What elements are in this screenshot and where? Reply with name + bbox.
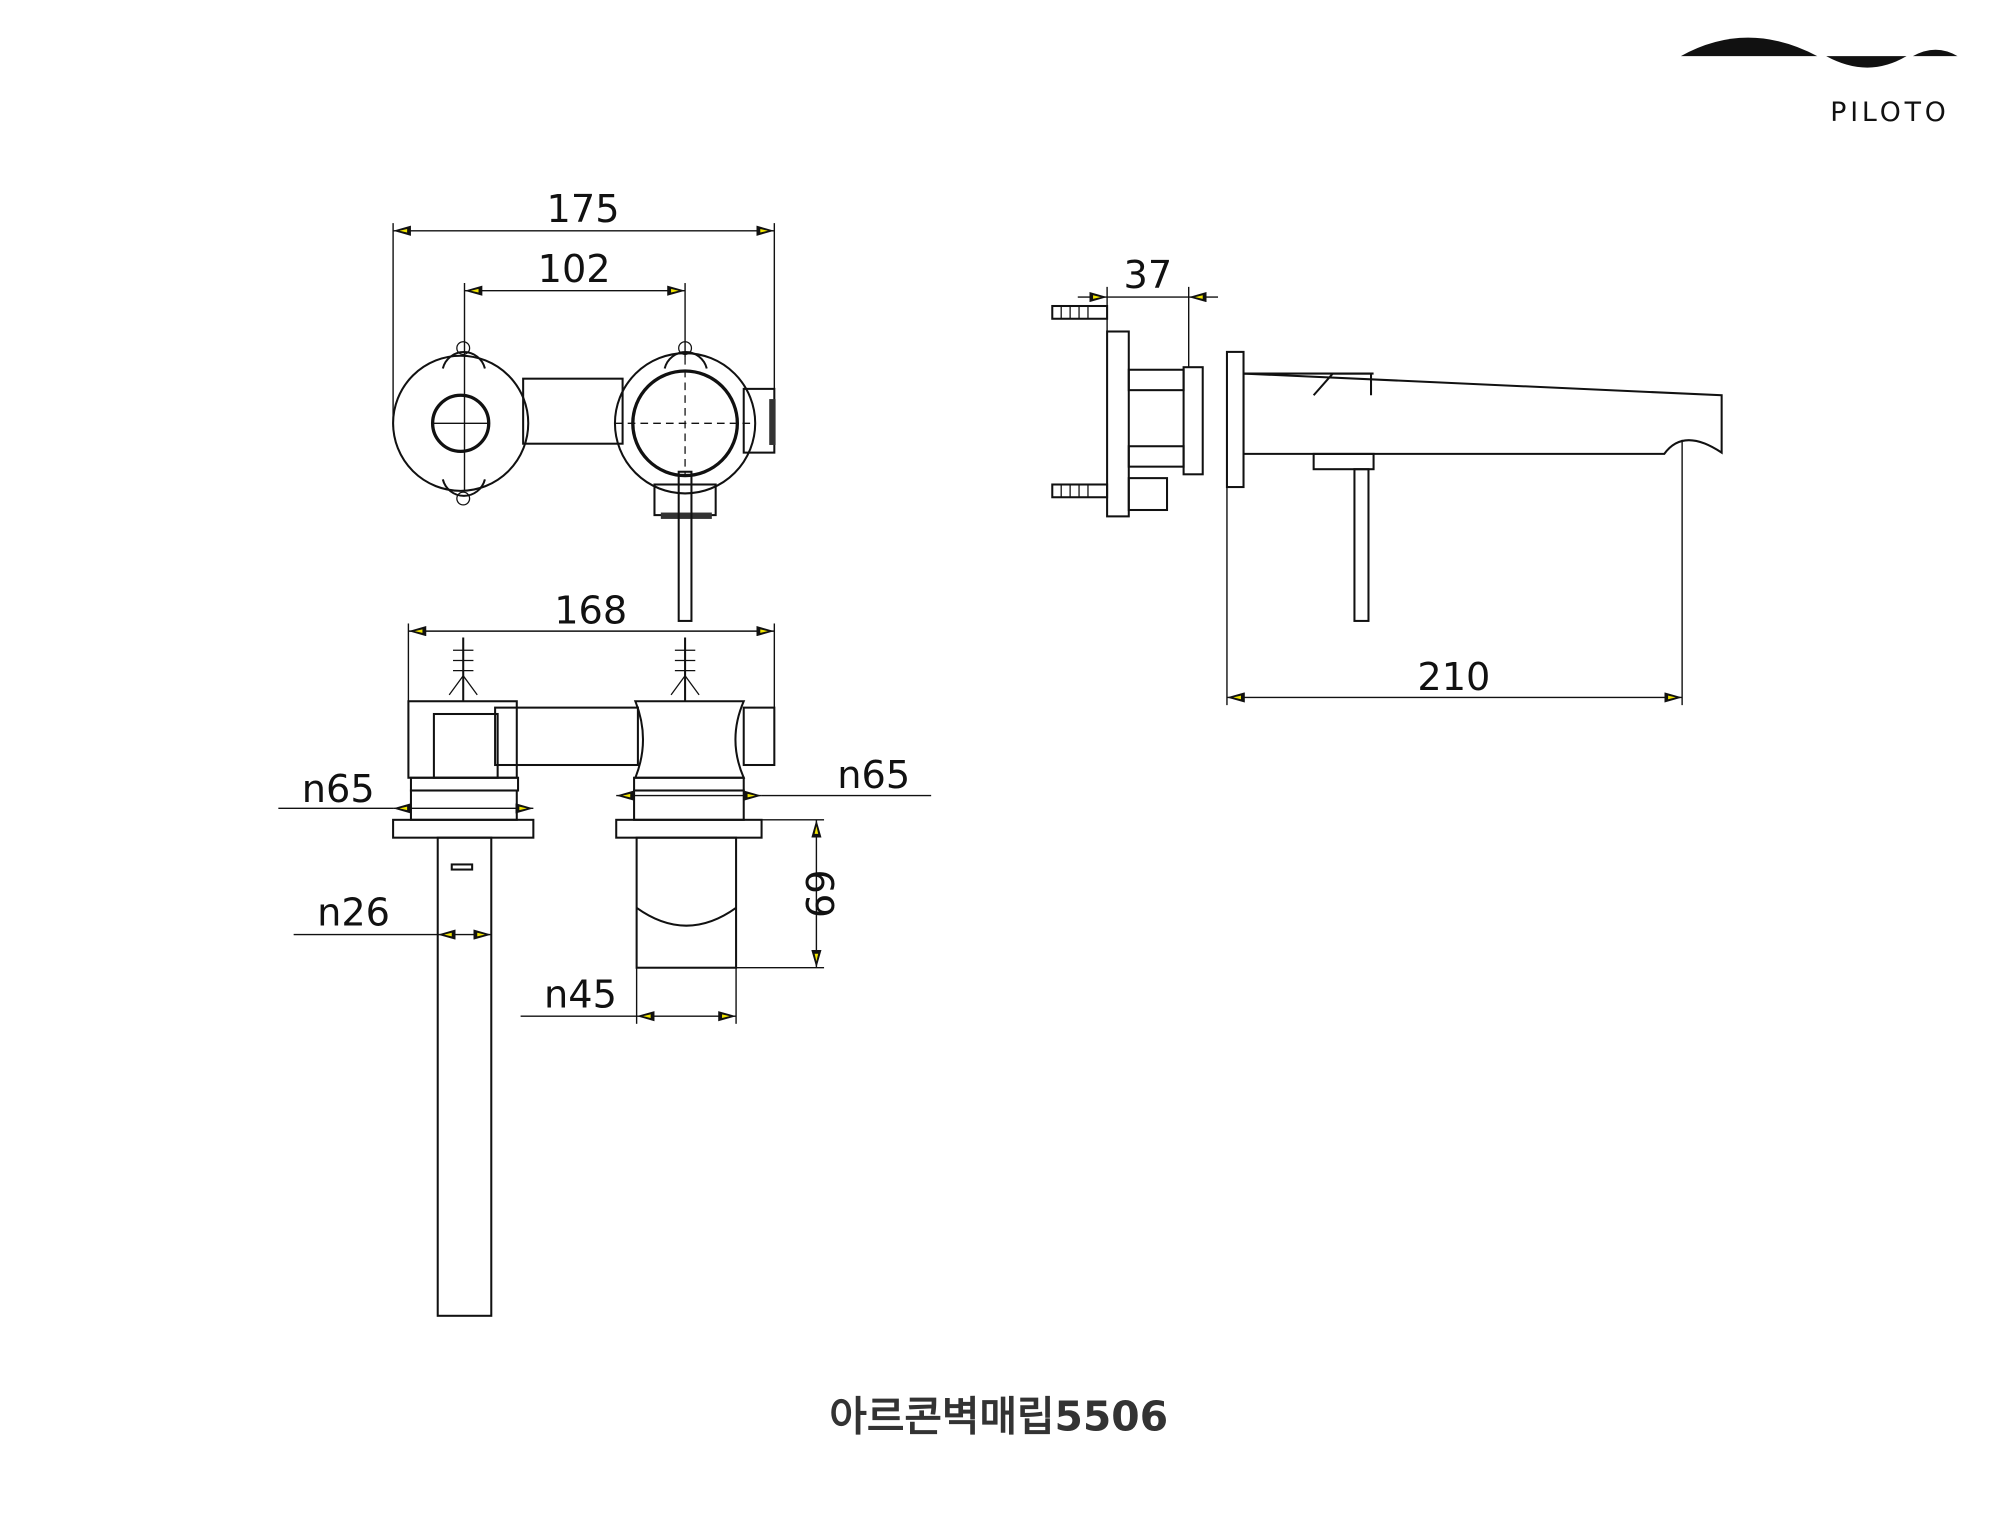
logo-text: PILOTO — [1830, 97, 1949, 128]
dimension-n65-left: n65 — [278, 767, 534, 814]
side-view — [1051, 304, 1723, 622]
dim-label-69: 69 — [796, 869, 841, 918]
anchor-left — [448, 637, 478, 702]
dim-label-n26: n26 — [317, 891, 390, 936]
dim-label-n65-left: n65 — [302, 767, 375, 812]
dimension-168: 168 — [407, 588, 776, 708]
dim-label-102: 102 — [538, 247, 611, 292]
dimension-n65-right: n65 — [616, 753, 932, 801]
piloto-logo: PILOTO — [1680, 37, 1958, 128]
dimension-210: 210 — [1226, 439, 1683, 706]
dim-label-175: 175 — [547, 187, 620, 232]
dim-label-n65-right: n65 — [837, 753, 910, 798]
dim-label-n45: n45 — [544, 972, 617, 1017]
dim-label-37: 37 — [1124, 253, 1173, 298]
dim-label-168: 168 — [554, 588, 627, 633]
anchor-top — [1051, 304, 1109, 320]
anchor-bottom — [1051, 483, 1109, 499]
dimension-175: 175 — [392, 187, 776, 428]
front-view — [392, 341, 776, 622]
dimension-n26: n26 — [293, 891, 492, 940]
dimension-37: 37 — [1077, 253, 1219, 368]
dim-label-210: 210 — [1417, 655, 1490, 700]
product-title: 아르콘벽매립5506 — [829, 1393, 1168, 1441]
dimension-n45: n45 — [520, 967, 737, 1024]
bottom-view — [392, 637, 776, 1317]
dimension-102: 102 — [463, 247, 686, 491]
anchor-right — [670, 637, 700, 702]
dimension-69: 69 — [736, 819, 841, 969]
